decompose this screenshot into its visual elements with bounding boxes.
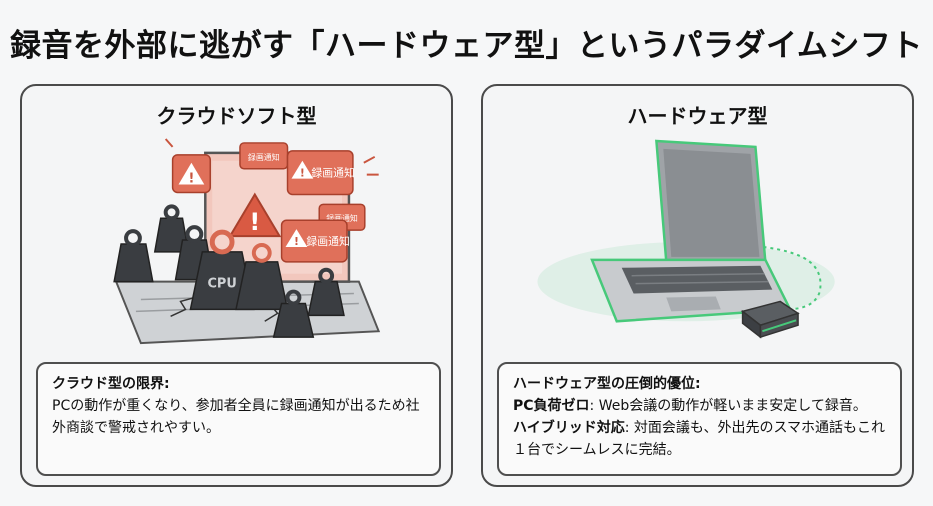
svg-text:録画通知: 録画通知	[248, 152, 280, 162]
burst-lines	[164, 138, 379, 176]
alert-bubble-icon: !	[171, 154, 211, 194]
weight-icon	[307, 267, 345, 317]
cloud-limitation-box: クラウド型の限界: PCの動作が重くなり、参加者全員に録画通知が出るため社外商談…	[36, 362, 441, 476]
advantage-text: : Web会議の動作が軽いまま安定して録音。	[589, 398, 867, 414]
warning-icon	[228, 192, 282, 238]
crack-icon	[170, 295, 199, 317]
cloud-limitation-text: PCの動作が重くなり、参加者全員に録画通知が出るため社外商談で警戒されやすい。	[52, 398, 420, 436]
svg-text:録画通知: 録画通知	[306, 234, 350, 248]
recorder-device-icon	[740, 300, 800, 339]
weight-icon	[272, 289, 315, 338]
recording-notice-large: ! 録画通知	[286, 150, 355, 196]
recording-notice-small: 録画通知	[239, 142, 289, 170]
laptop-with-recorder-illustration	[537, 139, 835, 339]
svg-text:録画通知: 録画通知	[326, 213, 358, 223]
advantage-item-zero-load: PC負荷ゼロ: Web会議の動作が軽いまま安定して録音。	[513, 395, 886, 417]
svg-text:!: !	[300, 167, 305, 180]
svg-text:!: !	[188, 172, 194, 187]
hardware-advantage-heading: ハードウェア型の圧倒的優位:	[513, 376, 701, 392]
advantage-label: ハイブリッド対応	[513, 420, 625, 436]
advantage-item-hybrid: ハイブリッド対応: 対面会議も、外出先のスマホ通話もこれ１台でシームレスに完結。	[513, 417, 886, 461]
cloud-software-heading: クラウドソフト型	[156, 104, 317, 128]
cloud-software-panel: クラウドソフト型 ! ! 録画通知 ! 録画通知	[20, 84, 453, 487]
svg-text:!: !	[294, 235, 299, 248]
hardware-advantage-box: ハードウェア型の圧倒的優位: PC負荷ゼロ: Web会議の動作が軽いまま安定して…	[497, 362, 902, 476]
svg-text:録画通知: 録画通知	[311, 166, 355, 180]
page-title: 録音を外部に逃がす「ハードウェア型」というパラダイムシフト	[10, 28, 923, 64]
advantage-label: PC負荷ゼロ	[513, 398, 590, 414]
trackpad	[666, 296, 721, 312]
cpu-weight-icon: CPU	[189, 229, 255, 311]
hardware-panel: ハードウェア型 ハードウェア型の圧倒的優位: PC負荷ゼロ: Web会議の動作が…	[481, 84, 914, 487]
screen-display	[663, 148, 760, 257]
keyboard	[621, 265, 773, 294]
svg-text:CPU: CPU	[207, 277, 236, 292]
weight-icon	[113, 229, 154, 283]
cloud-limitation-heading: クラウド型の限界:	[52, 376, 170, 392]
recording-notice-bottom: ! 録画通知	[280, 219, 350, 263]
overloaded-laptop-illustration: ! ! 録画通知 ! 録画通知 録画通知 ! 録画通知	[113, 138, 381, 345]
svg-text:!: !	[249, 208, 260, 236]
advantage-text: : 対面会議も、外出先のスマホ通話もこれ１台でシームレスに完結。	[513, 420, 886, 458]
hardware-heading: ハードウェア型	[627, 104, 768, 128]
